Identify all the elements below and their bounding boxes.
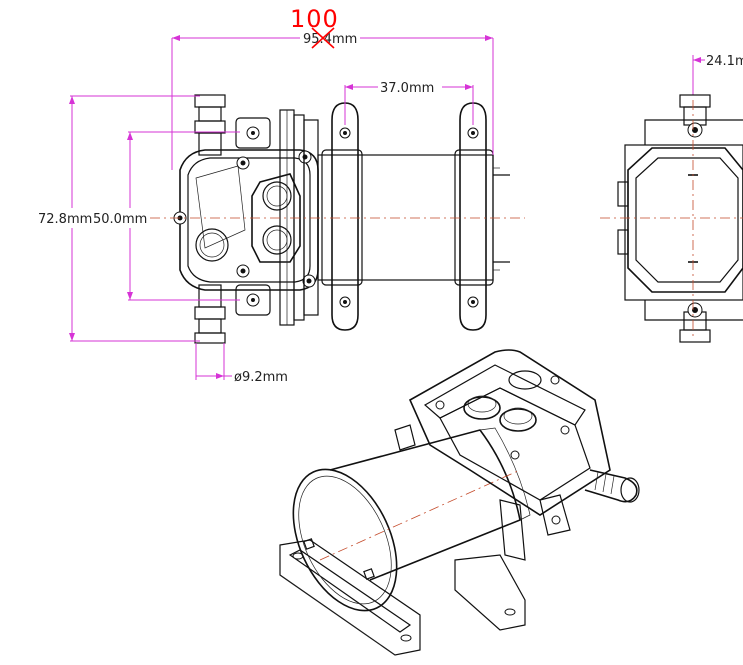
bottom-outlet-fitting (194, 284, 226, 344)
motor-body (317, 102, 510, 331)
handwritten-value: 100 (290, 5, 339, 33)
dim-side-width: 24.1m (706, 54, 743, 69)
flange-plates (279, 109, 319, 326)
dim-height-outer: 72.8mm (38, 212, 92, 227)
strike-mark (311, 27, 335, 49)
front-view (150, 94, 525, 344)
top-inlet-fitting (194, 94, 226, 156)
dimension-lines (69, 35, 705, 380)
isometric-view (279, 349, 640, 656)
handwritten-correction: 100 (290, 5, 339, 49)
dim-mount-spacing: 37.0mm (380, 81, 434, 96)
dim-height-inner: 50.0mm (93, 212, 147, 227)
pump-head (173, 149, 319, 291)
dim-port-diameter: ø9.2mm (234, 370, 288, 385)
side-view (600, 94, 743, 343)
left-mount-ears (235, 117, 271, 316)
